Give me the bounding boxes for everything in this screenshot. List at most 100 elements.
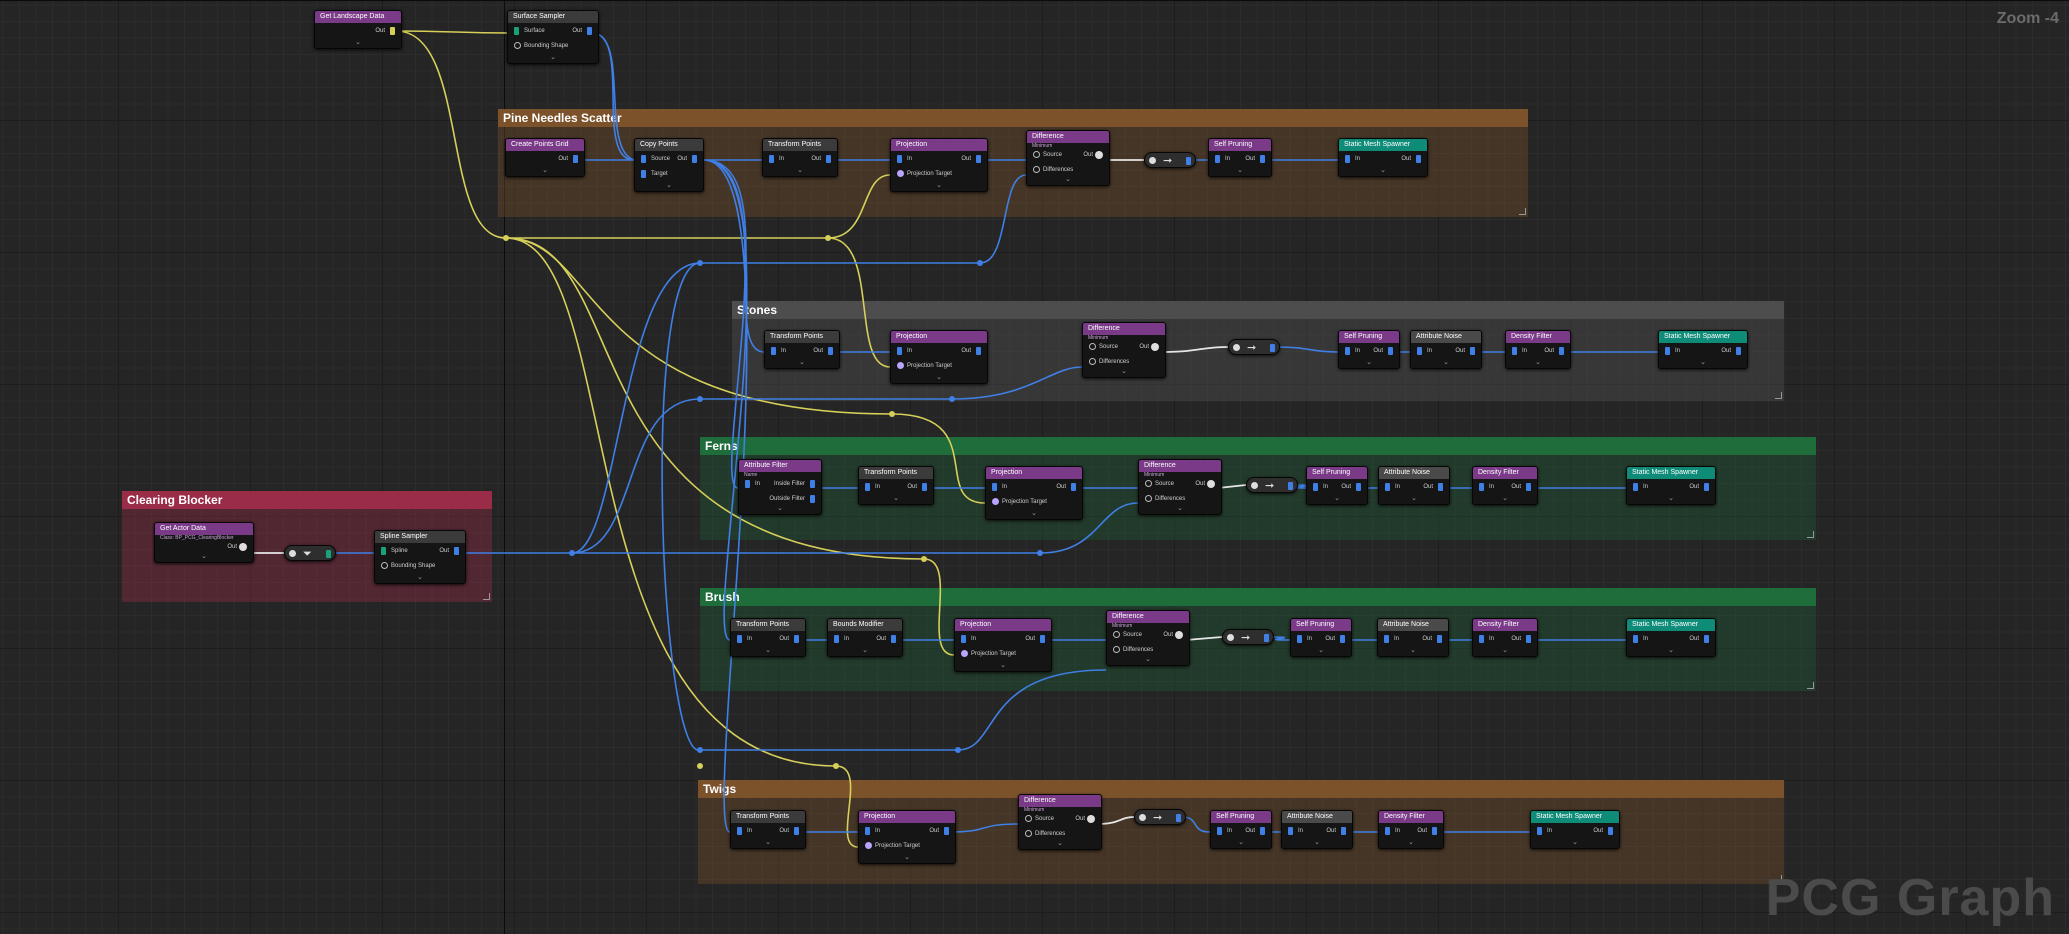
chevron-down-icon[interactable]: ⌄: [1443, 359, 1449, 366]
input-pin-in[interactable]: [834, 635, 839, 643]
reroute-node[interactable]: [503, 235, 509, 241]
reroute-node[interactable]: [1037, 550, 1043, 556]
output-pin-out[interactable]: [1341, 827, 1346, 835]
chevron-down-icon[interactable]: ⌄: [542, 167, 548, 174]
input-pin-in[interactable]: [1417, 347, 1422, 355]
chevron-down-icon[interactable]: ⌄: [765, 647, 771, 654]
output-pin-out[interactable]: [1526, 483, 1531, 491]
chevron-down-icon[interactable]: ⌄: [1000, 662, 1006, 669]
input-pin[interactable]: [1227, 634, 1234, 641]
output-pin-out[interactable]: [1040, 635, 1045, 643]
chevron-down-icon[interactable]: ⌄: [1502, 647, 1508, 654]
chevron-down-icon[interactable]: ⌄: [1410, 647, 1416, 654]
output-pin-out[interactable]: [1260, 827, 1265, 835]
comment-resize-handle[interactable]: [1519, 208, 1526, 215]
output-pin-out[interactable]: [976, 347, 981, 355]
chevron-down-icon[interactable]: ⌄: [893, 495, 899, 502]
chevron-down-icon[interactable]: ⌄: [1334, 495, 1340, 502]
input-pin-in[interactable]: [1288, 827, 1293, 835]
input-pin-target[interactable]: [641, 170, 646, 178]
input-pin-source[interactable]: [1089, 343, 1096, 350]
input-pin-in[interactable]: [769, 155, 774, 163]
input-pin-differences[interactable]: [1145, 495, 1152, 502]
comment-resize-handle[interactable]: [483, 593, 490, 600]
input-pin-differences[interactable]: [1025, 830, 1032, 837]
output-pin-out[interactable]: [826, 155, 831, 163]
input-pin-projection-target[interactable]: [961, 650, 968, 657]
output-pin-out[interactable]: [1559, 347, 1564, 355]
input-pin-in[interactable]: [737, 635, 742, 643]
comment-resize-handle[interactable]: [1807, 531, 1814, 538]
reroute-node[interactable]: [697, 747, 703, 753]
chevron-down-icon[interactable]: ⌄: [1238, 839, 1244, 846]
chevron-down-icon[interactable]: ⌄: [1411, 495, 1417, 502]
output-pin-out[interactable]: [692, 155, 697, 163]
input-pin-in[interactable]: [1512, 347, 1517, 355]
chevron-down-icon[interactable]: ⌄: [799, 359, 805, 366]
input-pin-in[interactable]: [1217, 827, 1222, 835]
output-pin-outside-filter[interactable]: [810, 495, 815, 503]
chevron-down-icon[interactable]: ⌄: [1057, 840, 1063, 847]
input-pin-source[interactable]: [1145, 480, 1152, 487]
input-pin-projection-target[interactable]: [865, 842, 872, 849]
chevron-down-icon[interactable]: ⌄: [936, 182, 942, 189]
comment-resize-handle[interactable]: [1775, 875, 1782, 882]
input-pin-in[interactable]: [897, 347, 902, 355]
reroute-node[interactable]: [955, 747, 961, 753]
output-pin-out[interactable]: [794, 827, 799, 835]
input-pin[interactable]: [289, 550, 296, 557]
output-pin-out[interactable]: [1432, 827, 1437, 835]
subgraph-operator-node[interactable]: ➞: [1246, 477, 1298, 493]
output-pin-out[interactable]: [944, 827, 949, 835]
reroute-node[interactable]: [977, 260, 983, 266]
input-pin-in[interactable]: [1633, 483, 1638, 491]
output-pin-out[interactable]: [1416, 155, 1421, 163]
chevron-down-icon[interactable]: ⌄: [1031, 510, 1037, 517]
input-pin-surface[interactable]: [514, 27, 519, 35]
input-pin-in[interactable]: [1215, 155, 1220, 163]
input-pin-in[interactable]: [1385, 827, 1390, 835]
chevron-down-icon[interactable]: ⌄: [1314, 839, 1320, 846]
input-pin-in[interactable]: [1633, 635, 1638, 643]
chevron-down-icon[interactable]: ⌄: [1700, 359, 1706, 366]
reroute-node[interactable]: [889, 411, 895, 417]
output-pin-out[interactable]: [1736, 347, 1741, 355]
output-pin[interactable]: [1264, 634, 1269, 642]
reroute-node[interactable]: [697, 396, 703, 402]
input-pin-differences[interactable]: [1089, 358, 1096, 365]
chevron-down-icon[interactable]: ⌄: [550, 54, 556, 61]
output-pin-out[interactable]: [587, 27, 592, 35]
input-pin-projection-target[interactable]: [897, 170, 904, 177]
output-pin-out[interactable]: [891, 635, 896, 643]
chevron-down-icon[interactable]: ⌄: [1318, 647, 1324, 654]
filter-operator-node[interactable]: ⏷: [284, 545, 336, 561]
output-pin-out[interactable]: [239, 543, 247, 551]
reroute-node[interactable]: [825, 235, 831, 241]
reroute-node[interactable]: [833, 763, 839, 769]
reroute-node[interactable]: [949, 396, 955, 402]
chevron-down-icon[interactable]: ⌄: [1366, 359, 1372, 366]
input-pin-in[interactable]: [1384, 635, 1389, 643]
input-pin[interactable]: [1139, 814, 1146, 821]
input-pin-bounding-shape[interactable]: [514, 42, 521, 49]
